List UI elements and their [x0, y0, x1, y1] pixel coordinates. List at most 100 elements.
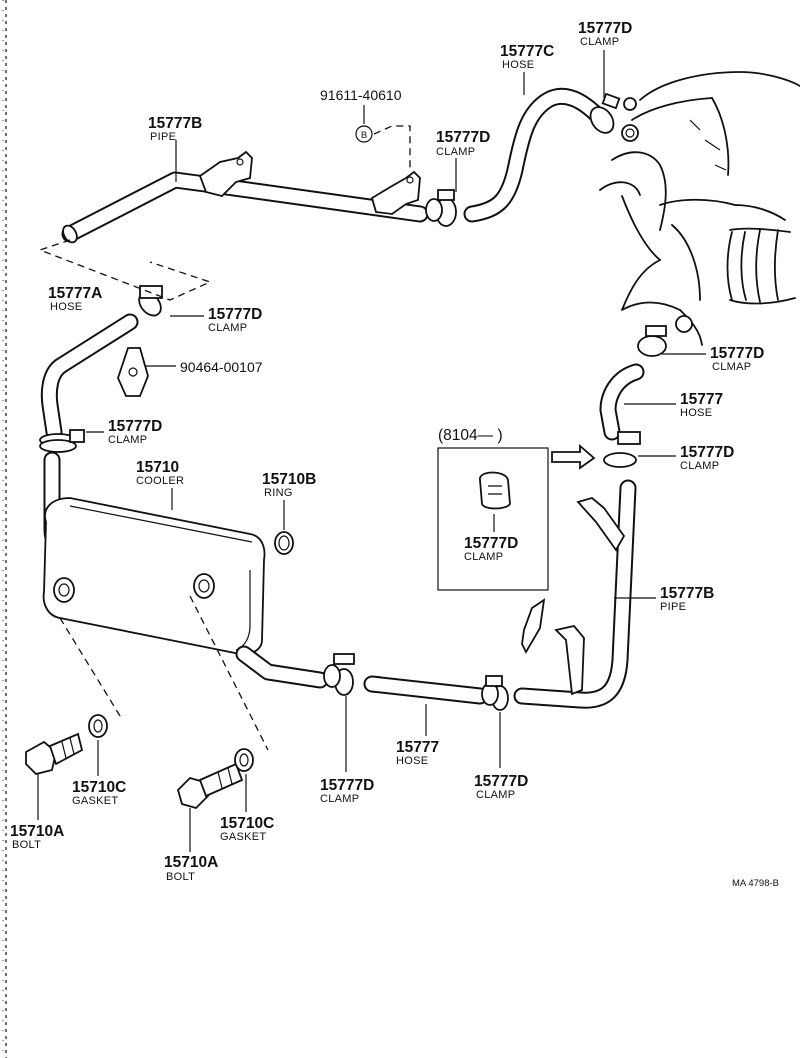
- svg-text:15777: 15777: [680, 391, 723, 408]
- hose-15777c: [463, 87, 607, 223]
- ring-15710b: [274, 531, 294, 555]
- cooler-body: [42, 451, 266, 656]
- bolt-guide-b: [189, 595, 269, 751]
- svg-text:15777D: 15777D: [208, 306, 262, 323]
- svg-text:CLAMP: CLAMP: [436, 146, 475, 158]
- bolt-marker: B: [355, 105, 411, 170]
- clamp-bottom-right: [481, 675, 509, 711]
- svg-text:90464-00107: 90464-00107: [180, 359, 263, 375]
- svg-text:15777D: 15777D: [436, 129, 490, 146]
- svg-text:15777: 15777: [396, 739, 439, 756]
- svg-text:BOLT: BOLT: [166, 871, 195, 883]
- svg-text:15710A: 15710A: [10, 823, 64, 840]
- svg-text:CLMAP: CLMAP: [712, 361, 751, 373]
- label-hose-15777c: 15777C HOSE: [500, 43, 554, 71]
- label-clip-90464: 90464-00107: [180, 359, 263, 375]
- label-clamp-top-right: 15777D CLAMP: [578, 20, 632, 48]
- svg-text:PIPE: PIPE: [150, 131, 176, 143]
- svg-text:CLAMP: CLAMP: [208, 322, 247, 334]
- svg-text:15777D: 15777D: [108, 418, 162, 435]
- cooler-outlet-pipe: [235, 645, 329, 689]
- svg-text:15777D: 15777D: [710, 345, 764, 362]
- gasket-15710c-right: [234, 748, 254, 772]
- label-clamp-top-mid: 15777D CLAMP: [436, 129, 490, 158]
- engine-housing: [599, 71, 800, 346]
- hose-15777-right: [599, 363, 645, 441]
- svg-text:15777D: 15777D: [464, 535, 518, 552]
- label-gasket-a: 15710C GASKET: [72, 779, 126, 807]
- label-clamp-left-a: 15777D CLAMP: [208, 306, 262, 334]
- svg-text:15777D: 15777D: [680, 444, 734, 461]
- svg-text:HOSE: HOSE: [502, 59, 534, 71]
- svg-text:15777C: 15777C: [500, 43, 554, 60]
- svg-text:15777D: 15777D: [474, 773, 528, 790]
- svg-text:15777B: 15777B: [660, 585, 714, 602]
- hose-15777a: [40, 313, 139, 441]
- guide-line: [38, 239, 212, 301]
- footer-code: MA 4798-B: [732, 878, 779, 889]
- label-clamp-right-1: 15777D CLMAP: [710, 345, 764, 373]
- pipe-top: [61, 150, 429, 244]
- svg-text:15710C: 15710C: [220, 815, 274, 832]
- svg-text:B: B: [361, 130, 367, 141]
- gasket-15710c-left: [88, 714, 108, 738]
- label-bolt-91611: 91611-40610: [320, 87, 402, 103]
- label-hose-right: 15777 HOSE: [680, 391, 723, 419]
- svg-text:HOSE: HOSE: [50, 301, 82, 313]
- clamp-top-mid: [425, 189, 457, 227]
- bolt-15710a-right: [176, 762, 244, 810]
- label-clamp-bottom-left: 15777D CLAMP: [320, 777, 374, 805]
- inset-title: (8104— ): [438, 427, 503, 444]
- svg-text:15710: 15710: [136, 459, 179, 476]
- label-inset-clamp: 15777D CLAMP: [464, 535, 518, 563]
- clip-90464: [117, 347, 149, 397]
- svg-text:15777D: 15777D: [578, 20, 632, 37]
- label-pipe-top: 15777B PIPE: [148, 115, 202, 143]
- svg-text:15710B: 15710B: [262, 471, 316, 488]
- svg-text:GASKET: GASKET: [220, 831, 266, 843]
- clamp-left-a: [138, 285, 163, 317]
- svg-text:15777D: 15777D: [320, 777, 374, 794]
- svg-text:CLAMP: CLAMP: [320, 793, 359, 805]
- svg-text:COOLER: COOLER: [136, 475, 184, 487]
- svg-text:PIPE: PIPE: [660, 601, 686, 613]
- leader-lines: [37, 50, 706, 852]
- svg-text:CLAMP: CLAMP: [580, 36, 619, 48]
- clamp-right-lower: [603, 431, 641, 468]
- label-clamp-bottom-right: 15777D CLAMP: [474, 773, 528, 801]
- svg-text:CLAMP: CLAMP: [108, 434, 147, 446]
- clamp-left-b: [39, 429, 85, 453]
- svg-text:15777A: 15777A: [48, 285, 102, 302]
- hose-15777-bottom: [363, 675, 489, 705]
- clamp-bottom-left: [323, 653, 355, 696]
- svg-text:CLAMP: CLAMP: [464, 551, 503, 563]
- svg-text:CLAMP: CLAMP: [680, 460, 719, 472]
- svg-text:HOSE: HOSE: [396, 755, 428, 767]
- svg-text:RING: RING: [264, 487, 293, 499]
- svg-text:GASKET: GASKET: [72, 795, 118, 807]
- svg-text:HOSE: HOSE: [680, 407, 712, 419]
- clamp-right-upper: [637, 315, 693, 357]
- bolt-guide-a: [59, 617, 121, 717]
- label-pipe-right: 15777B PIPE: [660, 585, 714, 613]
- label-cooler: 15710 COOLER: [136, 459, 184, 487]
- bolt-15710a-left: [25, 732, 84, 775]
- page-edge: [2, 0, 7, 1058]
- label-hose-bottom: 15777 HOSE: [396, 739, 439, 767]
- svg-text:15777B: 15777B: [148, 115, 202, 132]
- svg-text:15710C: 15710C: [72, 779, 126, 796]
- inset-box: (8104— ): [437, 427, 596, 654]
- svg-text:15710A: 15710A: [164, 854, 218, 871]
- svg-text:CLAMP: CLAMP: [476, 789, 515, 801]
- label-ring: 15710B RING: [262, 471, 316, 499]
- svg-text:91611-40610: 91611-40610: [320, 87, 402, 103]
- svg-text:BOLT: BOLT: [12, 839, 41, 851]
- pipe-right: [513, 479, 637, 709]
- label-hose-15777a: 15777A HOSE: [48, 285, 102, 313]
- clamp-top-right: [589, 92, 639, 142]
- label-bolt-b: 15710A BOLT: [164, 854, 218, 883]
- label-clamp-left-b: 15777D CLAMP: [108, 418, 162, 446]
- label-bolt-a: 15710A BOLT: [10, 823, 64, 851]
- label-gasket-b: 15710C GASKET: [220, 815, 274, 843]
